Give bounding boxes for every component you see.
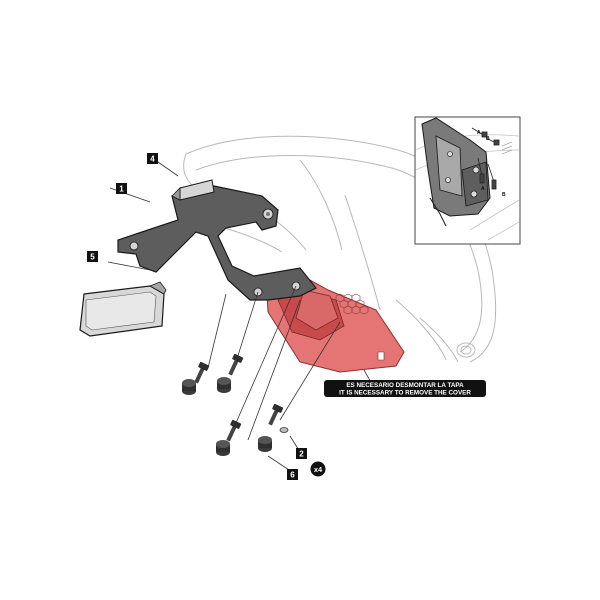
bolt (194, 361, 210, 384)
nut (216, 440, 230, 456)
notice-banner: ES NECESARIO DESMONTAR LA TAPA IT IS NEC… (324, 369, 486, 397)
inset-detail: A B A B (414, 116, 521, 245)
inset-label-b-top: B (486, 136, 490, 142)
washer (279, 427, 289, 433)
nut-group (182, 377, 272, 456)
tail-light-outline (456, 342, 476, 358)
svg-text:1: 1 (119, 185, 124, 194)
bolt-group (194, 353, 284, 442)
svg-text:4: 4 (150, 155, 155, 164)
assembly-lines (107, 161, 341, 473)
svg-text:6: 6 (290, 471, 295, 480)
inset-label-a-top: A (477, 130, 481, 136)
inset-bracket (421, 117, 491, 227)
callout-2: 2 (296, 448, 307, 459)
svg-text:5: 5 (90, 253, 95, 262)
svg-text:2: 2 (299, 450, 304, 459)
svg-text:x4: x4 (314, 465, 323, 474)
notice-line-2: IT IS NECESSARY TO REMOVE THE COVER (339, 390, 471, 397)
inset-label-b-bottom: B (502, 192, 506, 198)
inset-fasteners (471, 127, 500, 190)
callout-6: 6 (287, 469, 298, 480)
notice-line-1: ES NECESARIO DESMONTAR LA TAPA (346, 382, 464, 389)
callout-5: 5 (87, 251, 98, 262)
inset-label-a-bottom: A (481, 186, 485, 192)
inset-grille (501, 141, 513, 155)
quantity-badge: x4 (310, 461, 326, 477)
nut (217, 377, 231, 393)
callout-1: 1 (116, 183, 127, 194)
bolt (268, 403, 284, 426)
nut (182, 379, 196, 395)
hex-grille (335, 293, 369, 315)
license-plate-bracket (117, 179, 317, 301)
nut (258, 436, 272, 452)
bolt (226, 419, 242, 442)
reflector (79, 281, 167, 337)
bolt (228, 353, 244, 376)
callout-4: 4 (147, 153, 158, 164)
